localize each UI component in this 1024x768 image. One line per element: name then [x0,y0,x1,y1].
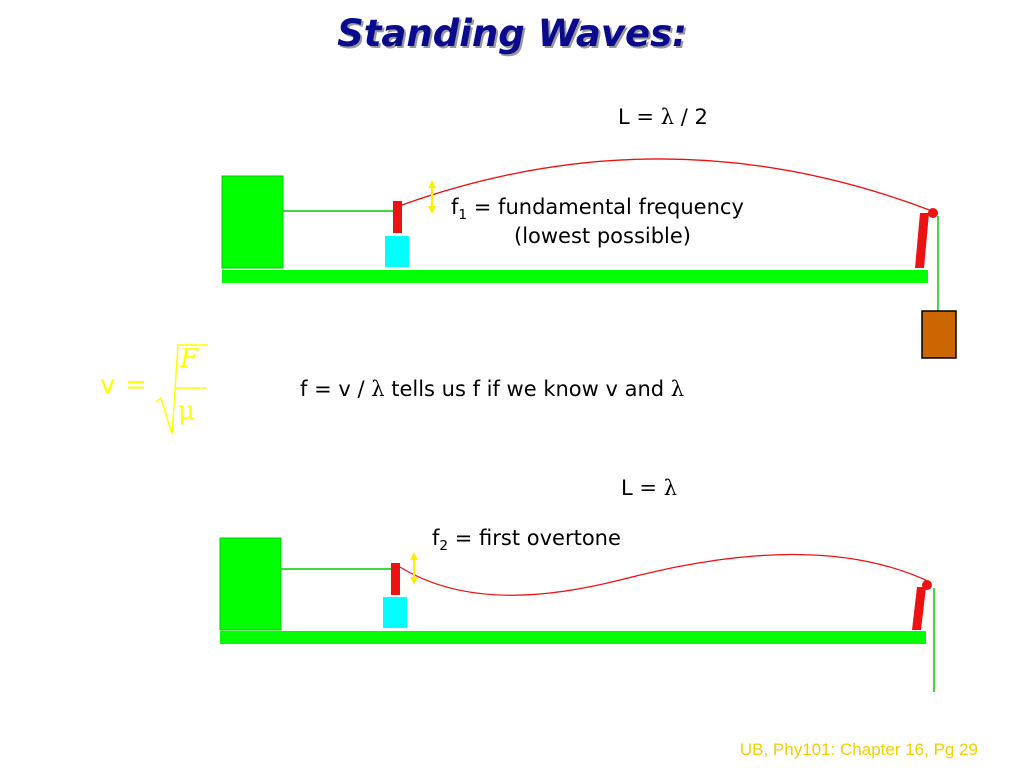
bottom-pulley-post [912,587,926,630]
f-subscript: 1 [458,207,468,224]
wave-speed-formula: v = F μ [98,340,218,440]
bottom-pulley [922,580,932,590]
fundamental-description: = fundamental frequency [473,195,744,219]
top-base-bar [222,270,928,283]
lambda-symbol: λ [663,476,677,500]
top-oscillator-block [221,175,284,269]
fundamental-label: f1 = fundamental frequency [451,195,744,223]
bottom-vibrator-post [391,563,400,595]
bottom-apparatus [219,537,935,692]
length-fraction: / 2 [680,105,708,129]
top-standing-wave [401,158,933,212]
overtone-label: f2 = first overtone [432,526,621,554]
lambda-symbol: λ [660,105,674,129]
fundamental-note: (lowest possible) [514,224,691,248]
f-symbol: f [451,195,459,219]
slide-footer: UB, Phy101: Chapter 16, Pg 29 [739,740,978,759]
formula-tension: F [180,344,199,374]
top-bridge-block [385,236,409,267]
hanging-mass [921,310,957,359]
top-amplitude-arrow-icon [428,180,436,214]
frequency-relation: f = v / λ tells us f if we know v and λ [300,377,684,401]
equals-sign: = [636,105,654,129]
bottom-amplitude-arrow-icon [410,552,418,585]
formula-equals: = [125,370,147,400]
top-pulley-post [915,213,929,268]
top-vibrator-post [393,201,402,233]
f-symbol: f [432,526,440,550]
slide-title: Standing Waves: [337,12,687,55]
formula-v: v [100,370,116,400]
equals-sign: = [639,476,657,500]
f-subscript: 2 [439,538,449,555]
length-symbol: L [621,476,633,500]
relation-prefix: f = v / [300,377,365,401]
formula-radical [155,344,208,435]
bottom-length-relation: L = λ [621,476,677,500]
bottom-bridge-block [383,597,407,628]
length-symbol: L [618,105,630,129]
bottom-standing-wave [399,553,931,596]
relation-text: tells us f if we know v and [391,377,665,401]
bottom-oscillator-block [219,537,282,631]
top-apparatus [221,158,957,359]
formula-mu: μ [178,396,195,426]
relation-lambda-2: λ [670,377,685,401]
overtone-description: = first overtone [454,526,621,550]
bottom-base-bar [220,631,926,644]
top-length-relation: L = λ / 2 [618,105,708,129]
relation-lambda: λ [371,377,385,401]
